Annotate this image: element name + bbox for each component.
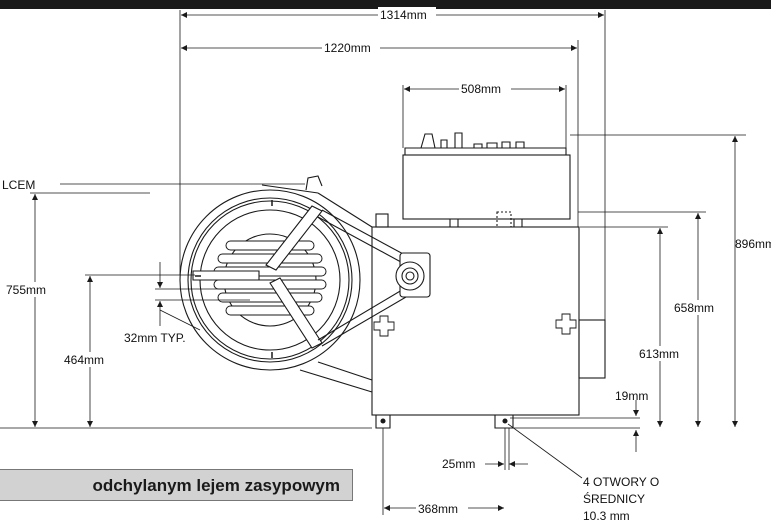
motor-box <box>578 319 606 379</box>
hinge <box>395 252 431 298</box>
callout-holes-line1: 4 OTWORY O <box>583 475 659 489</box>
control-panel-top <box>404 147 567 155</box>
callout-hopper: LCEM <box>2 178 35 192</box>
panel-legs <box>449 219 523 227</box>
callout-holes-line2: ŚREDNICY <box>583 491 645 506</box>
caption-text: odchylanym lejem zasypowym <box>92 476 340 495</box>
dim-464: 464mm <box>64 353 104 367</box>
dim-368: 368mm <box>418 502 458 516</box>
dim-508: 508mm <box>461 82 501 96</box>
drum-handle <box>305 175 323 191</box>
dim-755: 755mm <box>6 283 46 297</box>
panel-knobs <box>420 132 525 149</box>
dim-1220: 1220mm <box>324 41 371 55</box>
caption-box: odchylanym lejem zasypowym <box>0 469 353 501</box>
top-stud <box>375 213 389 228</box>
machine-outline <box>179 132 606 429</box>
vent-left <box>373 315 395 337</box>
top-bar <box>0 0 771 9</box>
control-panel <box>402 154 571 220</box>
clamp-arms <box>192 205 419 349</box>
dim-19: 19mm <box>615 389 648 403</box>
callout-holes-line3: 10.3 mm <box>583 509 630 523</box>
dim-25: 25mm <box>442 457 475 471</box>
dim-658: 658mm <box>674 301 714 315</box>
dim-613: 613mm <box>639 347 679 361</box>
dimension-text: 1314mm 1220mm 508mm 896mm 658mm 613mm 19… <box>2 7 771 523</box>
dim-896: 896mm <box>735 237 771 251</box>
dimension-lines <box>0 10 746 515</box>
dim-1314: 1314mm <box>380 8 427 22</box>
dim-32-typ: 32mm TYP. <box>124 331 186 345</box>
vent-right <box>555 313 577 335</box>
